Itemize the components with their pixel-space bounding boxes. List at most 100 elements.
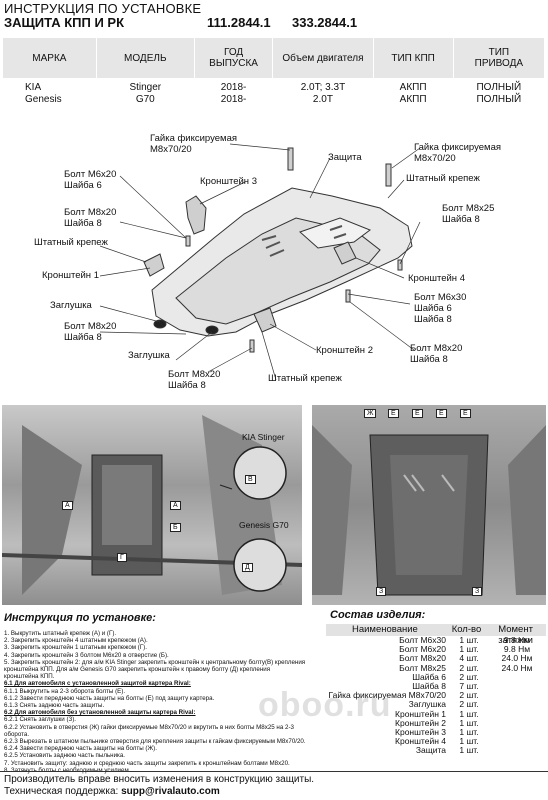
marker-e-4: Е [460,409,471,418]
exploded-assembly-diagram [99,143,421,381]
vehicle-underbody-photo-left: KIA Stinger Genesis G70 А А Г Б В Д [2,405,302,605]
bom-item-torque [488,710,546,719]
label-guard: Защита [328,152,362,163]
instruction-line: кронштейна КПП. Для а/м Genesis G70 закр… [4,666,271,674]
instruction-line: 2. Закрепить кронштейн 4 штатным крепежо… [4,637,148,645]
bom-item-name: Защита [415,745,446,756]
support-email-link[interactable]: supp@rivalauto.com [121,786,220,797]
instruction-line: 6.1.3 Снять заднюю часть защиты. [4,702,105,710]
bracket-1-drawing [143,253,165,277]
bom-item-torque [488,737,546,746]
article-number-2: 333.2844.1 [292,15,358,30]
bom-item-torque [488,673,546,682]
label-plug-1: Заглушка [50,300,92,311]
bom-item-qty: 2 шт. [459,671,479,682]
table-row: Болт M6x30 1 шт. 9.8 Нм [326,635,546,645]
label-plug-2: Заглушка [128,350,170,361]
vehicle-spec-table: МАРКА МОДЕЛЬ ГОД ВЫПУСКА Объем двигателя… [3,38,546,110]
bom-item-qty: 2 шт. [459,699,479,710]
bom-item-name: Болт M6x20 [399,644,446,655]
spec-table-header: МАРКА МОДЕЛЬ ГОД ВЫПУСКА Объем двигателя… [3,38,546,78]
cell-make: KIA Genesis [25,82,62,105]
footer-notice: Производитель вправе вносить изменения в… [4,774,315,785]
instruction-line: 8. Затянуть болты с необходимым усилием. [4,767,322,774]
marker-a-left: А [62,501,73,510]
table-row: Кронштейн 3 1 шт. [326,726,546,737]
instruction-line: 4. Закрепить кронштейн 3 болтом M6x20 в … [4,651,169,659]
marker-z-left: З [376,587,387,596]
plug-1-drawing [153,319,167,329]
label-bracket-4: Кронштейн 4 [408,273,465,284]
bom-item-torque [488,700,546,709]
label-bolt-m8x20-bottom: Болт M8x20 Шайба 8 [168,369,221,391]
footer-support: Техническая поддержка: supp@rivalauto.co… [4,786,220,797]
bom-item-torque: 9.8 Нм [503,635,531,645]
bom-item-qty: 1 шт. [459,726,479,737]
bolt-drawing [249,339,255,353]
col-header-year: ГОД ВЫПУСКА [194,38,274,78]
col-header-make: МАРКА [3,38,97,78]
footer-divider [0,771,548,772]
bolt-drawing [185,235,191,247]
bom-col-torque: Момент затяжки [498,624,533,646]
table-row: Защита 1 шт. [326,746,546,755]
label-bracket-1: Кронштейн 1 [42,270,99,281]
bom-item-qty: 1 шт. [459,635,479,645]
label-bolt-m6x30: Болт M6x30 Шайба 6 Шайба 8 [414,292,467,325]
bom-item-torque [488,682,546,691]
product-title: ЗАЩИТА КПП И РК [4,15,125,30]
bom-item-qty: 2 шт. [459,690,479,701]
bom-item-name: Кронштейн 3 [395,726,446,737]
cell-drive: ПОЛНЫЙ ПОЛНЫЙ [476,82,522,105]
label-std-mount-left: Штатный крепеж [34,237,108,248]
bom-item-torque: 24.0 Нм [501,662,533,673]
label-fixed-nut-2: Гайка фиксируемая M8x70/20 [414,142,501,164]
bom-item-torque [488,691,546,700]
bom-item-qty: 4 шт. [459,653,479,664]
instruction-line: 6.1.2 Завести переднюю часть защиты на б… [4,694,215,702]
label-kia-stinger: KIA Stinger [242,432,285,442]
col-header-drive: ТИП ПРИВОДА [453,38,546,78]
bracket-3-drawing [185,195,207,235]
bom-item-qty: 2 шт. [459,662,479,673]
instruction-line: 6.1 Для автомобиля с установленной защит… [4,680,191,688]
bom-item-name: Шайба 8 [412,680,446,691]
vehicle-underbody-photo-right: Ж Е Е Е Е З З [312,405,546,605]
marker-d: Д [242,563,253,572]
bom-item-name: Кронштейн 4 [395,736,446,747]
label-std-mount-bottom: Штатный крепеж [268,373,342,384]
col-header-model: МОДЕЛЬ [96,38,195,78]
bom-item-torque [488,746,546,755]
label-bolt-m8x20-top: Болт M8x20 Шайба 8 [64,207,117,229]
article-number-1: 111.2844.1 [207,15,271,30]
marker-v: В [245,475,256,484]
instruction-line: 3. Закрепить кронштейн 1 штатным крепежо… [4,644,147,652]
bom-item-torque: 24.0 Нм [501,653,533,664]
instruction-line: 6.2 Для автомобиля без установленной защ… [4,709,196,717]
bom-item-name: Болт M6x30 [399,635,446,645]
bom-item-qty: 7 шт. [459,680,479,691]
bom-item-qty: 1 шт. [459,745,479,756]
label-bolt-m6x20: Болт M6x20 Шайба 6 [64,169,117,191]
marker-zh-left: Ж [364,409,377,418]
fixed-nut-1-drawing [287,147,294,171]
support-label: Техническая поддержка: [4,786,122,797]
marker-g: Г [117,553,127,562]
label-bolt-m8x20-left: Болт M8x20 Шайба 8 [64,321,117,343]
instruction-line: 6.2.2 Установить в отверстия (Ж) гайки ф… [4,723,294,731]
table-row: KIA Genesis Stinger G70 2018- 2018- 2.0T… [3,78,545,110]
instructions-list: 1. Выкрутить штатный крепеж (А) и (Г). 2… [4,630,322,774]
marker-e-3: Е [436,409,447,418]
table-row: Шайба 8 7 шт. [326,680,546,691]
underbody-photo-right-art [312,425,546,596]
label-bracket-3: Кронштейн 3 [200,176,257,187]
bom-item-qty: 1 шт. [459,708,479,719]
fixed-nut-2-drawing [385,163,392,187]
leader-lines [99,143,421,381]
